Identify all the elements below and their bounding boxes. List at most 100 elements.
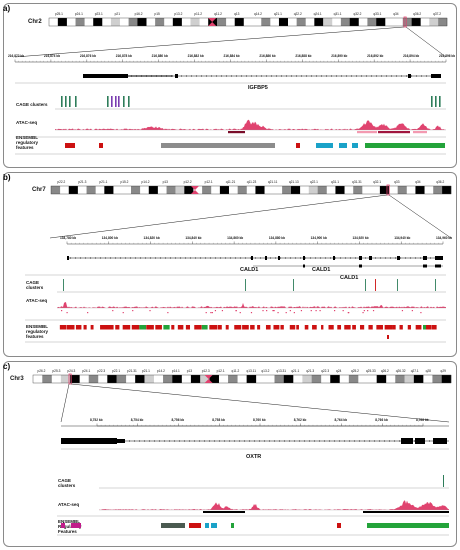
band-label: q28: [425, 369, 431, 373]
band-label: p25.3: [52, 369, 61, 373]
atac-peak-call: [293, 312, 295, 314]
strand-arrow: [368, 439, 371, 443]
coordinate-label: 216,888 kb: [295, 54, 312, 58]
strand-arrow: [305, 74, 308, 78]
gene-exon: [423, 256, 427, 260]
strand-arrow: [239, 256, 242, 260]
ideogram-band: [274, 375, 284, 383]
cage-cluster-bar: [435, 96, 437, 107]
atac-peak-call: [87, 312, 89, 314]
coordinate-label: 8,758 kb: [212, 418, 225, 422]
strand-arrow: [129, 256, 132, 260]
ensembl-feature: [209, 325, 218, 330]
strand-arrow: [223, 439, 226, 443]
band-label: q21.1: [273, 12, 282, 16]
strand-arrow: [275, 74, 278, 78]
atac-peak-call: [211, 312, 213, 314]
band-label: q11.23: [246, 180, 257, 184]
strand-arrow: [163, 439, 166, 443]
strand-arrow: [364, 256, 367, 260]
ideogram-outline: [32, 374, 452, 384]
strand-arrow: [339, 256, 342, 260]
band-label: p24.3: [67, 369, 76, 373]
highlight-region: [68, 373, 72, 385]
ideogram-band: [367, 18, 377, 26]
ensembl-feature: [177, 325, 184, 330]
strand-arrow: [84, 256, 87, 260]
strand-arrow: [350, 74, 353, 78]
gene-exon: [278, 256, 280, 260]
band-label: p14.2: [156, 369, 165, 373]
band-label: q32.2: [353, 12, 362, 16]
strand-arrow: [154, 256, 157, 260]
strand-arrow: [69, 256, 72, 260]
strand-arrow: [338, 439, 341, 443]
ideogram-background: [51, 186, 451, 194]
atac-signal: [55, 119, 446, 130]
ideogram-band: [202, 186, 212, 194]
band-label: q32.1: [373, 180, 382, 184]
ideogram-band: [317, 186, 327, 194]
band-label: p24.1: [74, 12, 83, 16]
coordinate-label: 134,800 kb: [101, 236, 118, 240]
strand-arrow: [149, 256, 152, 260]
strand-arrow: [225, 74, 228, 78]
ensembl-feature: [217, 325, 222, 330]
zoom-line-right: [70, 383, 450, 423]
ideogram-band: [208, 18, 218, 26]
ideogram-band: [323, 18, 333, 26]
ensembl-feature: [122, 325, 131, 330]
strand-arrow: [399, 256, 402, 260]
gene-exon: [117, 439, 125, 443]
ensembl-feature: [257, 325, 261, 330]
strand-arrow: [394, 256, 397, 260]
strand-arrow: [174, 256, 177, 260]
ensembl-feature: [304, 325, 309, 330]
panel-a-chromosome-name: Chr2: [28, 19, 42, 25]
coordinate-label: 216,890 kb: [331, 54, 348, 58]
gene-exon: [175, 74, 178, 78]
atac-peak-call: [289, 310, 291, 312]
band-label: p23.1: [94, 12, 103, 16]
band-label: q21.1: [291, 369, 300, 373]
ensembl-feature: [106, 325, 114, 330]
band-label: q36.2: [436, 180, 445, 184]
strand-arrow: [255, 74, 258, 78]
ensembl-feature: [337, 325, 342, 330]
ideogram-band: [255, 186, 265, 194]
strand-arrow: [238, 439, 241, 443]
ideogram-band: [302, 375, 312, 383]
cage-cluster-bar: [435, 279, 436, 291]
cage-cluster-bar: [431, 96, 433, 107]
ensembl-feature: [171, 325, 175, 330]
highlight-region: [386, 184, 390, 196]
band-label: q27.1: [410, 369, 419, 373]
strand-arrow: [213, 439, 216, 443]
coordinate-label: 134,940 kb: [394, 236, 411, 240]
strand-arrow: [219, 256, 222, 260]
strand-arrow: [203, 439, 206, 443]
cage-cluster-bar: [123, 96, 125, 107]
strand-arrow: [114, 256, 117, 260]
panel-c-chromosome-name: Chr3: [10, 376, 24, 382]
ideogram-band: [379, 186, 389, 194]
ideogram-band: [131, 186, 141, 194]
band-label: q22.1: [309, 180, 318, 184]
coordinate-label: 216,874 kb: [43, 54, 61, 58]
strand-arrow: [173, 439, 176, 443]
gene-exon: [67, 256, 69, 260]
band-label: p13.2: [174, 12, 183, 16]
band-label: q24: [336, 369, 342, 373]
ideogram-band: [234, 18, 244, 26]
atac-peak-call: [132, 310, 134, 312]
ensembl-feature: [131, 325, 140, 330]
ensembl-feature: [163, 325, 170, 330]
band-label: q22.3: [321, 369, 330, 373]
coordinate-label: 8,752 kb: [90, 418, 103, 422]
ideogram-band: [283, 375, 294, 383]
zoom-line-left: [49, 194, 388, 239]
band-label: q36.2: [413, 12, 422, 16]
band-label: p16.2: [134, 12, 143, 16]
ideogram-band: [438, 18, 448, 26]
ideogram-band: [75, 18, 85, 26]
